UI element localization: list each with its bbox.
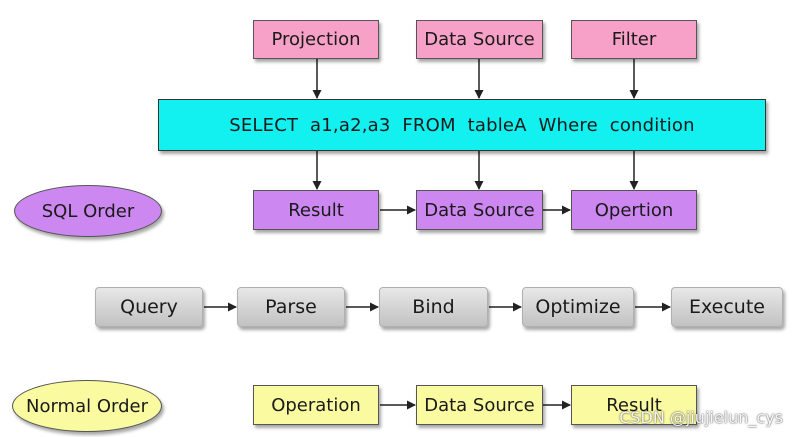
normal-order-oval: Normal Order: [12, 380, 162, 432]
sql-data-source-box: Data Source: [416, 190, 543, 230]
top-data-source-box: Data Source: [416, 20, 543, 59]
bind-box: Bind: [379, 287, 488, 327]
sql-result-box: Result: [253, 190, 379, 230]
projection-box: Projection: [253, 20, 379, 59]
sql-order-oval: SQL Order: [14, 185, 162, 237]
filter-box: Filter: [571, 20, 697, 59]
parse-box: Parse: [237, 287, 345, 327]
sql-statement-bar: SELECT a1,a2,a3 FROM tableA Where condit…: [158, 99, 766, 151]
query-box: Query: [95, 287, 203, 327]
sql-operation-box: Opertion: [571, 190, 697, 230]
csdn-watermark: CSDN @jiujielun_cys: [619, 408, 783, 427]
optimize-box: Optimize: [522, 287, 634, 327]
normal-result-box: Result: [571, 385, 697, 425]
execute-box: Execute: [671, 287, 783, 327]
normal-operation-box: Operation: [253, 385, 379, 425]
normal-data-source-box: Data Source: [416, 385, 543, 425]
